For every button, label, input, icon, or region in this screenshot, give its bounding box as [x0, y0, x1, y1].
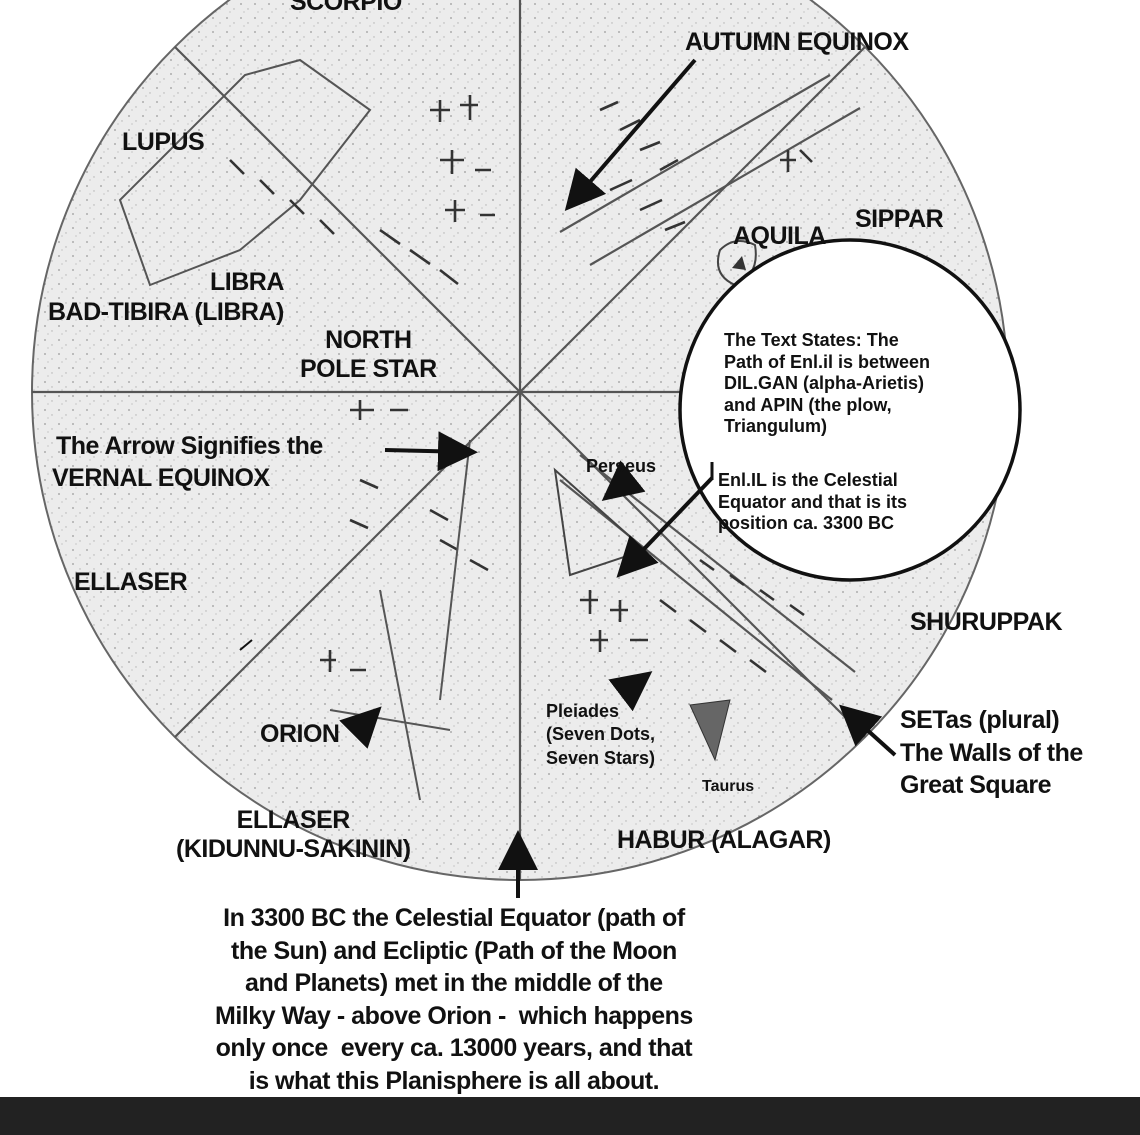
pleiades-label: Pleiades (Seven Dots, Seven Stars) — [546, 701, 656, 768]
libra-label: LIBRA — [210, 268, 284, 296]
orion-arrow — [339, 706, 382, 749]
autumn-equinox-label: AUTUMN EQUINOX — [685, 28, 909, 56]
lupus-outline — [118, 58, 372, 287]
lupus-label: LUPUS — [122, 128, 205, 156]
pleiades-arrow — [608, 671, 653, 712]
perseus-label: Perseus — [586, 456, 657, 476]
aquila-label: AQUILA — [733, 222, 826, 250]
perseus-arrow — [601, 460, 646, 501]
enlil-note: Enl.IL is the Celestial Equator and that… — [718, 470, 908, 534]
orion-label: ORION — [260, 720, 340, 748]
sippar-label: SIPPAR — [855, 205, 944, 233]
shuruppak-label: SHURUPPAK — [910, 608, 1063, 636]
text-states-note: The Text States: The Path of Enl.il is b… — [724, 330, 931, 437]
setas-arrow — [839, 704, 897, 757]
north-pole-star-label: NORTH POLE STAR — [300, 326, 437, 383]
ellaser-kidunnu-label: ELLASER (KIDUNNU-SAKININ) — [176, 806, 411, 863]
taurus-triangle — [689, 699, 731, 762]
bad-tibira-label: BAD-TIBIRA (LIBRA) — [48, 298, 284, 326]
ellaser-label: ELLASER — [74, 568, 188, 596]
autumn-equinox-arrow — [564, 58, 697, 212]
vernal-equinox-label: VERNAL EQUINOX — [52, 464, 270, 492]
planisphere-caption: In 3300 BC the Celestial Equator (path o… — [215, 904, 693, 1095]
scorpio-label: SCORPIO — [290, 0, 402, 16]
arrow-signifies-label: The Arrow Signifies the — [56, 432, 323, 460]
perseus-triangle — [553, 467, 647, 577]
taurus-label: Taurus — [702, 778, 755, 795]
cuneiform-glyphs — [229, 95, 813, 674]
annotation-arrows — [339, 58, 897, 898]
enlil-arrow — [616, 476, 714, 578]
setas-label: SETas (plural) The Walls of the Great Sq… — [900, 706, 1083, 799]
habur-label: HABUR (ALAGAR) — [617, 826, 831, 854]
vernal-equinox-arrow — [384, 431, 478, 472]
inset-circle — [678, 238, 1022, 582]
bottom-bar — [0, 1097, 1140, 1135]
